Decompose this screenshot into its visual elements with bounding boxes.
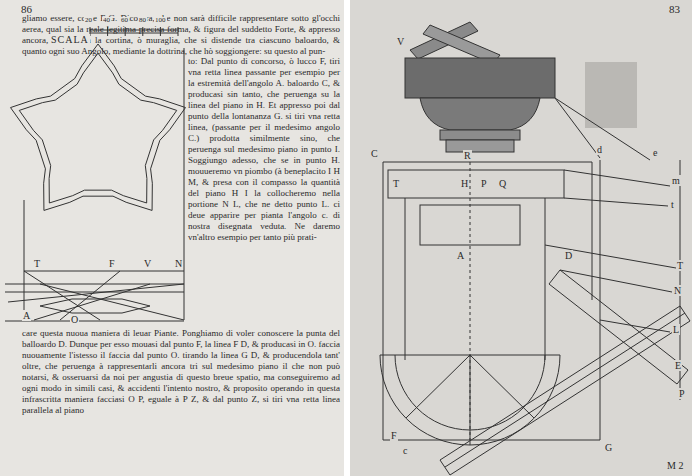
plan-in-perspective — [40, 299, 150, 313]
point-letter: T — [392, 178, 400, 189]
point-letter: V — [396, 36, 405, 47]
point-letter: R — [463, 150, 472, 161]
point-letter: N — [673, 285, 682, 296]
fortress-outline — [11, 44, 186, 210]
point-letter: Q — [498, 178, 507, 189]
point-letter: d — [596, 144, 603, 155]
point-letter: T — [676, 260, 684, 271]
left-diagram — [5, 27, 185, 321]
perspective-line — [40, 284, 184, 320]
scale-number: 40 — [102, 17, 111, 25]
right-page — [350, 0, 692, 476]
construction-line — [592, 162, 593, 300]
point-letter: F — [390, 430, 398, 441]
point-letter: T — [33, 258, 41, 269]
point-letter: F — [108, 258, 116, 269]
shaft-line — [545, 198, 546, 360]
point-letter: E — [674, 360, 682, 371]
cross-beam — [549, 270, 688, 384]
capital-ring — [440, 130, 520, 140]
construction-line — [383, 162, 384, 440]
capital-abacus — [405, 58, 555, 98]
point-letter: L — [672, 324, 680, 335]
scale-number: 60 — [120, 17, 129, 25]
construction-line — [383, 162, 592, 163]
construction-line — [600, 160, 601, 440]
point-letter: V — [143, 258, 152, 269]
scale-number: 100 — [154, 17, 167, 25]
signature-mark: M 2 — [666, 460, 684, 471]
fortress-outline — [19, 53, 176, 203]
projection-line — [555, 98, 650, 160]
shaft-line — [405, 198, 406, 360]
point-letter: m — [671, 175, 681, 186]
projection-line — [564, 170, 670, 186]
projection-line — [564, 198, 668, 206]
body-text: care questa nuoua maniera di leuar Piant… — [22, 328, 340, 416]
point-letter: A — [22, 310, 31, 321]
construction-line — [184, 48, 185, 320]
projection-line — [545, 245, 676, 268]
point-letter: e — [652, 147, 658, 158]
ground-line — [5, 284, 184, 285]
point-letter: C — [370, 148, 379, 159]
cross-beam-edge — [445, 313, 685, 467]
radial-line — [470, 355, 534, 418]
point-letter: P — [480, 178, 488, 189]
scale-number: 20 — [84, 17, 93, 25]
construction-line — [383, 440, 600, 441]
horizon-line — [24, 271, 184, 272]
radial-line — [406, 355, 470, 418]
point-letter: t — [670, 199, 675, 210]
scale-number: 80 — [138, 17, 147, 25]
point-letter: D — [564, 250, 573, 261]
point-letter: N — [174, 258, 183, 269]
right-diagram — [380, 22, 690, 475]
projection-line — [560, 270, 672, 292]
left-page — [0, 0, 344, 476]
abacus-plan — [388, 170, 564, 198]
cross-beam — [440, 306, 690, 475]
projection-line — [600, 320, 670, 332]
radial-line — [470, 355, 471, 445]
point-letter: H — [460, 178, 469, 189]
projection-line — [555, 98, 600, 158]
scale-title: SCALA — [50, 34, 90, 45]
point-letter: G — [604, 442, 613, 453]
capital-neck — [446, 140, 514, 152]
capital-echinus — [420, 98, 540, 130]
construction-line — [24, 200, 25, 320]
point-letter: c — [402, 445, 408, 456]
shaft-section — [420, 205, 520, 245]
base-line — [5, 321, 184, 322]
point-letter: A — [456, 250, 465, 261]
body-text: to: Dal punto di concorso, ò lucco F, ti… — [188, 56, 340, 243]
point-letter: P — [678, 388, 686, 399]
page-number: 83 — [668, 3, 681, 15]
ink-stain — [585, 62, 637, 128]
fortress-plan — [11, 44, 186, 210]
point-letter: O — [70, 314, 79, 325]
